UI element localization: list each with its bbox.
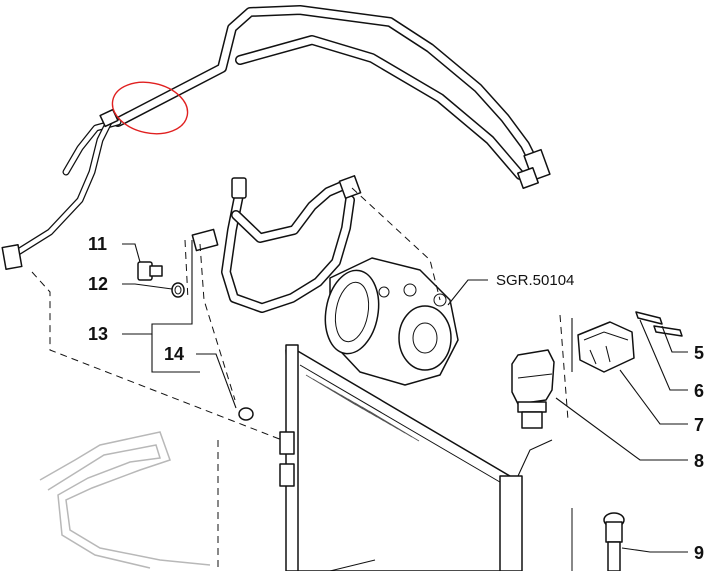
o-ring bbox=[238, 407, 254, 421]
callout-7: 7 bbox=[694, 415, 704, 435]
red-annotation-circle bbox=[111, 81, 189, 135]
callout-11: 11 bbox=[88, 234, 107, 254]
terminals bbox=[635, 311, 683, 337]
electrical-connector bbox=[577, 321, 635, 373]
callout-labels: 11 12 13 14 SGR.50104 5 6 7 8 9 bbox=[88, 234, 704, 563]
compressor bbox=[324, 257, 459, 386]
callout-6: 6 bbox=[694, 381, 704, 401]
upper-pipe-assembly bbox=[1, 5, 551, 270]
callout-5: 5 bbox=[694, 343, 704, 363]
dashed-assembly-lines bbox=[31, 187, 569, 571]
background-pipe bbox=[39, 431, 211, 569]
reference-label: SGR.50104 bbox=[496, 272, 574, 289]
callout-8: 8 bbox=[694, 451, 704, 471]
callout-9: 9 bbox=[694, 543, 704, 563]
bolt-and-washer bbox=[137, 261, 185, 298]
condenser bbox=[279, 344, 523, 571]
compressor-hose bbox=[191, 175, 362, 313]
pressure-sensor bbox=[511, 349, 555, 429]
callout-14: 14 bbox=[164, 344, 184, 364]
condenser-fin bbox=[368, 410, 420, 442]
callout-13: 13 bbox=[88, 324, 108, 344]
leader-lines bbox=[122, 240, 688, 553]
callout-12: 12 bbox=[88, 274, 108, 294]
valve-fitting bbox=[603, 512, 625, 571]
